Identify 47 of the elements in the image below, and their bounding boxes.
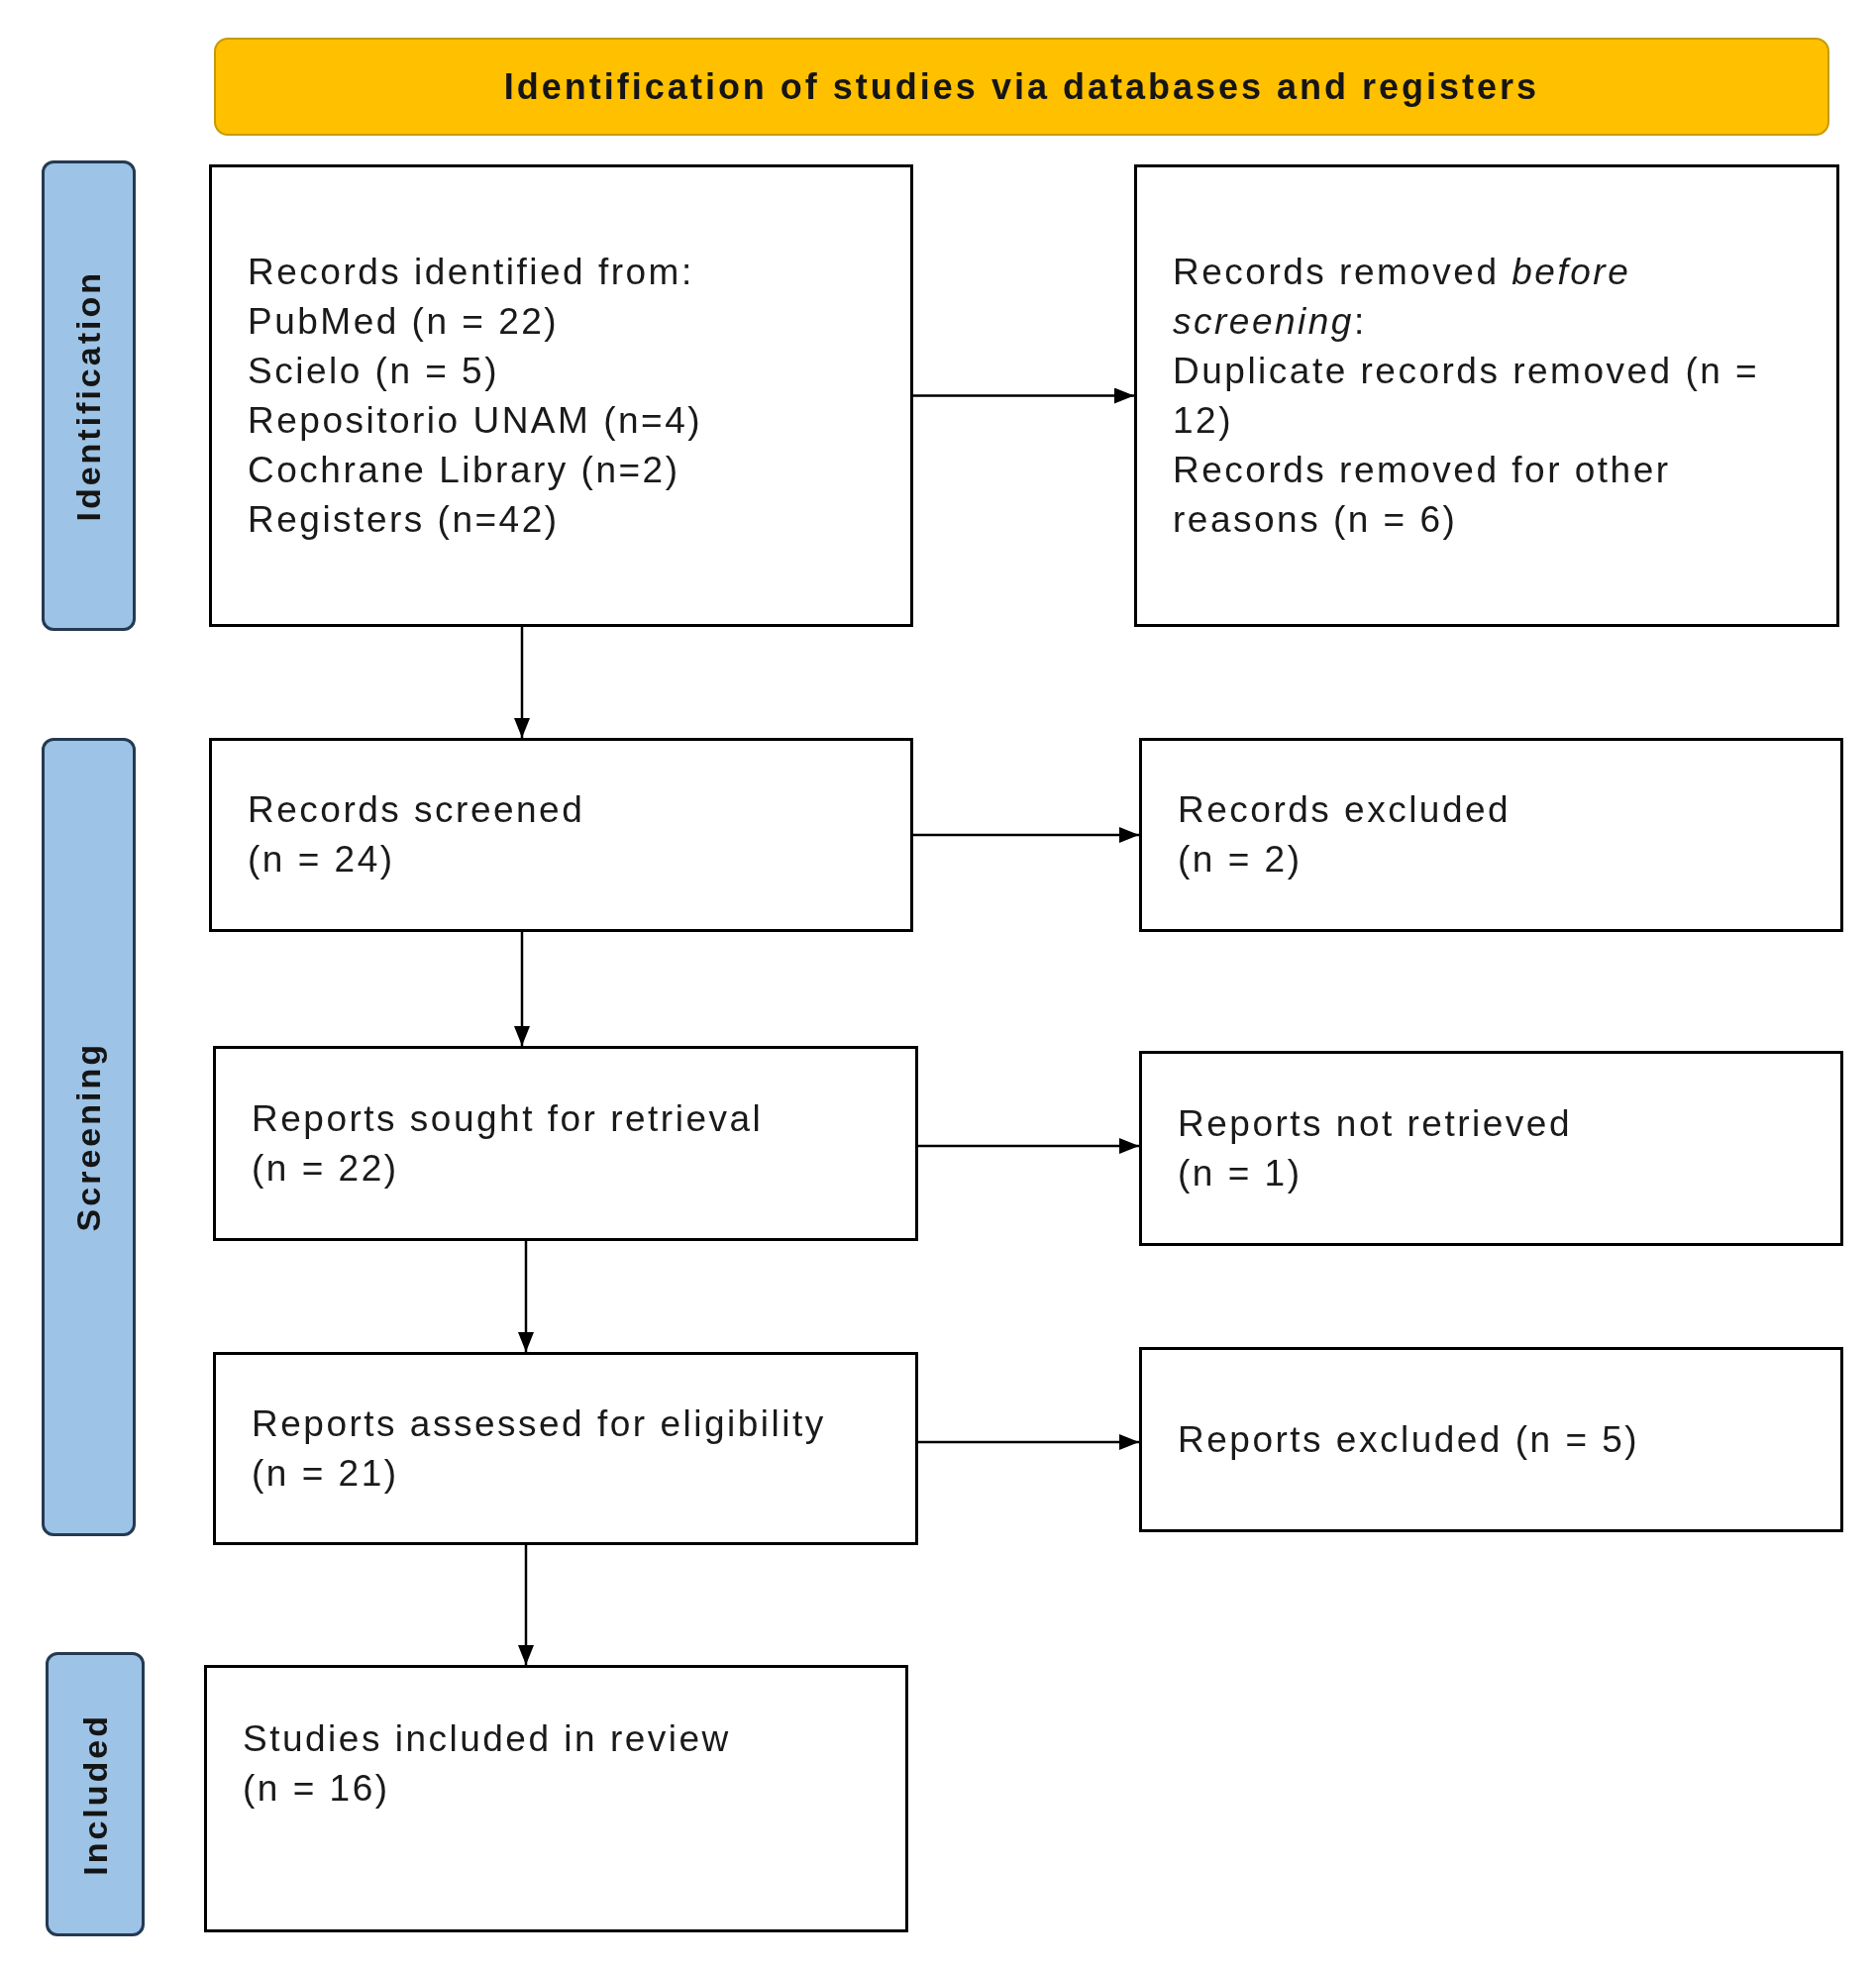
process-box (1139, 1051, 1843, 1246)
box-text: (n = 1) (1178, 1151, 1303, 1195)
process-box (213, 1352, 918, 1545)
section-banner (214, 38, 1829, 136)
box-text: (n = 16) (243, 1767, 390, 1811)
arrow (514, 932, 530, 1046)
arrow (913, 387, 1134, 404)
arrow (518, 1241, 534, 1352)
box-text: Registers (n=42) (248, 497, 560, 542)
box-text: (n = 22) (252, 1146, 399, 1191)
process-box (209, 164, 913, 627)
process-box (204, 1665, 908, 1932)
box-text: (n = 21) (252, 1451, 399, 1496)
box-text: Records excluded (1178, 788, 1511, 832)
phase-band (42, 738, 136, 1536)
box-text: Reports excluded (n = 5) (1178, 1417, 1640, 1462)
box-text: Records identified from: (248, 250, 694, 294)
box-text: Reports assessed for eligibility (252, 1401, 826, 1446)
box-text: Records removed before screening: (1173, 250, 1632, 344)
process-box (209, 738, 913, 932)
arrow (518, 1545, 534, 1665)
phase-label: Screening (69, 1042, 108, 1232)
box-text: (n = 2) (1178, 838, 1303, 882)
arrow (514, 627, 530, 738)
box-text: (n = 24) (248, 838, 395, 882)
phase-label: Identification (69, 269, 108, 522)
box-text: Reports sought for retrieval (252, 1096, 764, 1141)
box-text: Cochrane Library (n=2) (248, 448, 680, 492)
process-box (1134, 164, 1839, 627)
box-text: PubMed (n = 22) (248, 299, 560, 344)
box-text: Scielo (n = 5) (248, 349, 500, 393)
phase-band (46, 1652, 145, 1936)
box-text: Duplicate records removed (n = 12) (1173, 349, 1761, 443)
box-text: Studies included in review (243, 1717, 731, 1761)
process-box (1139, 1347, 1843, 1532)
arrow (918, 1138, 1139, 1154)
phase-label: Included (75, 1712, 115, 1876)
process-box (213, 1046, 918, 1241)
box-text: Repositorio UNAM (n=4) (248, 398, 703, 443)
box-text: Records screened (248, 788, 585, 832)
box-text: Reports not retrieved (1178, 1101, 1572, 1146)
arrow (913, 827, 1139, 843)
box-text: Records removed for other reasons (n = 6) (1173, 448, 1672, 542)
process-box (1139, 738, 1843, 932)
banner-title: Identification of studies via databases and registers (503, 65, 1540, 108)
arrow (918, 1434, 1139, 1450)
phase-band (42, 160, 136, 631)
